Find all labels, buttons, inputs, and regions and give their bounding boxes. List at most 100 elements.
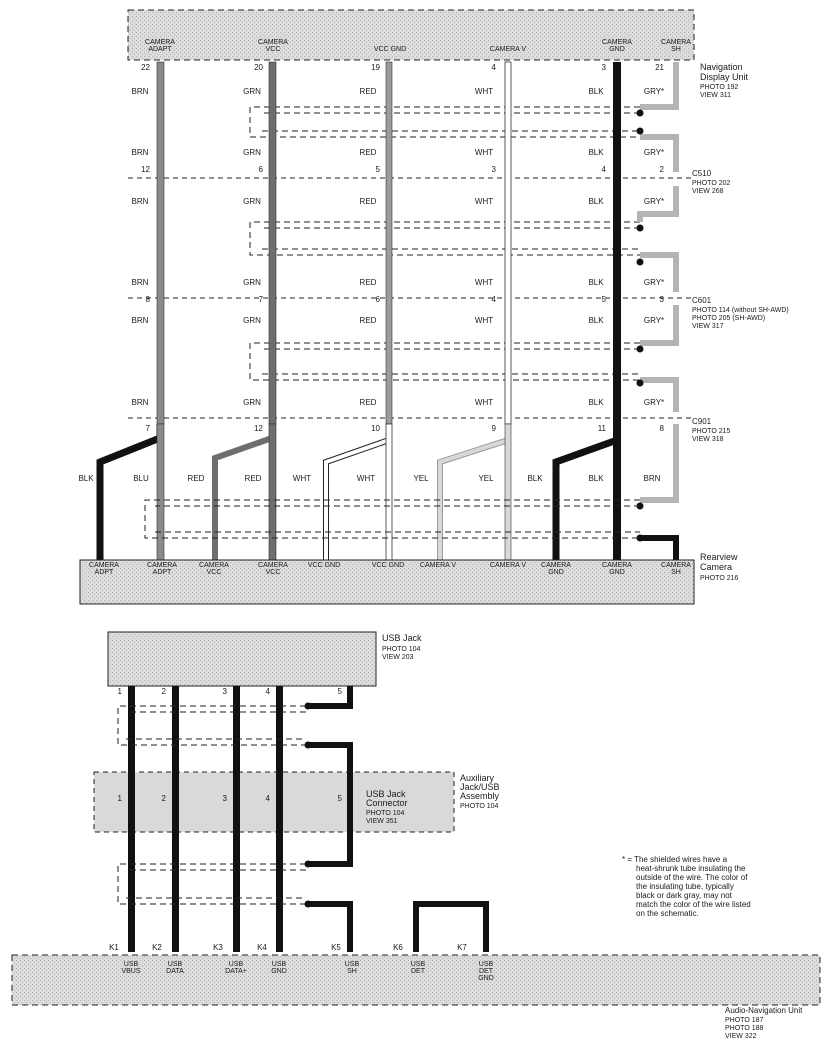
wire-color-label: BRN	[132, 148, 149, 157]
usb-jack: USB Jack PHOTO 104 VIEW 203	[107, 631, 422, 687]
wire-color-label: BRN	[132, 87, 149, 96]
camera-pin-label: CAMERA	[661, 562, 691, 569]
wire-color-label: WHT	[475, 87, 493, 96]
c510-labels: C510 PHOTO 202 VIEW 268	[692, 169, 730, 195]
wire-color-label: GRY*	[644, 398, 664, 407]
wire-color-label: GRN	[243, 148, 261, 157]
nav-unit-photo: PHOTO 192	[700, 84, 738, 91]
camera-photo: PHOTO 216	[700, 575, 738, 582]
c901-pin-number: 7	[146, 424, 151, 433]
c601-pin-number: 5	[602, 295, 607, 304]
camera-pin-label: GND	[548, 569, 564, 576]
wire-color-label: WHT	[475, 197, 493, 206]
usb-data-plus-wire	[233, 686, 240, 952]
audio-nav-pin-label: DET	[479, 968, 494, 975]
camera-wire-color-label: YEL	[413, 474, 429, 483]
camera-pin-labels: CAMERAADPTCAMERAADPTCAMERAVCCCAMERAVCCVC…	[89, 562, 691, 576]
audio-nav-pin-label: VBUS	[121, 968, 140, 975]
camera-pin-label: ADPT	[153, 569, 172, 576]
usb-jack-pin-number: 2	[162, 687, 167, 696]
usb-jack-pin-number: 5	[338, 687, 343, 696]
nav-unit-name-1: Navigation	[700, 62, 743, 72]
camera-pin-label: CAMERA	[199, 562, 229, 569]
wire-color-label: BLK	[588, 197, 604, 206]
aux-pin-number: 5	[338, 794, 343, 803]
c901-pin-number: 12	[254, 424, 263, 433]
audio-nav-pin-label: GND	[271, 968, 287, 975]
c510-name: C510	[692, 169, 712, 178]
wire-color-label: GRN	[243, 278, 261, 287]
nav-pin-label: ADAPT	[148, 46, 172, 53]
camera-sh-wire	[640, 535, 679, 560]
c510-pin-number: 4	[602, 165, 607, 174]
blk-wire-2	[613, 424, 621, 560]
nav-pin-label: CAMERA	[145, 39, 175, 46]
nav-pin-label: VCC GND	[374, 46, 406, 53]
wire-color-label: BRN	[132, 197, 149, 206]
top-wires	[156, 61, 621, 425]
aux-pin-number: 3	[223, 794, 228, 803]
usb-jack-pin-number: 4	[266, 687, 271, 696]
c510-pin-number: 3	[492, 165, 497, 174]
c601-labels: C601 PHOTO 114 (without SH-AWD) PHOTO 20…	[692, 296, 789, 330]
wire-color-label: GRY*	[644, 148, 664, 157]
camera-wire-color-label: WHT	[293, 474, 311, 483]
aux-pin-number: 4	[266, 794, 271, 803]
c901-view: VIEW 318	[692, 436, 724, 443]
c901-name: C901	[692, 417, 712, 426]
audio-nav-pin-label: USB	[124, 961, 139, 968]
nav-pin-number: 3	[602, 63, 607, 72]
wire-color-label: RED	[360, 278, 377, 287]
wht-wire	[504, 61, 512, 425]
nav-unit-name-2: Display Unit	[700, 72, 749, 82]
audio-nav-pin-number: K1	[109, 943, 119, 952]
usb-vbus-wire	[128, 686, 135, 952]
footnote-line: outside of the wire. The color of	[636, 873, 748, 882]
audio-nav-pin-number: K6	[393, 943, 403, 952]
camera-wire-color-label: BLK	[588, 474, 604, 483]
gry-shield-drains	[637, 62, 679, 503]
camera-pin-label: CAMERA	[541, 562, 571, 569]
audio-nav-pin-number: K4	[257, 943, 267, 952]
audio-nav-pin-label: DATA+	[225, 968, 247, 975]
audio-nav-pin-label: USB	[168, 961, 183, 968]
c601-pin-number: 8	[146, 295, 151, 304]
c901-pin-number: 10	[371, 424, 380, 433]
wire-color-label: GRY*	[644, 197, 664, 206]
nav-unit-view: VIEW 311	[700, 92, 731, 99]
c901-pin-number: 8	[660, 424, 665, 433]
audio-nav-pin-label: USB	[479, 961, 494, 968]
camera-pin-label: GND	[609, 569, 625, 576]
wire-color-label: WHT	[475, 148, 493, 157]
aux-name-2: Jack/USB	[460, 782, 500, 792]
c601-name: C601	[692, 296, 712, 305]
usb-jack-pin-number: 3	[223, 687, 228, 696]
wire-color-label: RED	[360, 148, 377, 157]
usb-connector-view: VIEW 351	[366, 818, 398, 825]
camera-pin-label: CAMERA V	[490, 562, 527, 569]
camera-wire-color-label: RED	[245, 474, 262, 483]
blu-wire	[156, 423, 165, 561]
nav-display-unit: Navigation Display Unit PHOTO 192 VIEW 3…	[127, 9, 749, 99]
camera-pin-label: VCC	[207, 569, 222, 576]
nav-pin-number: 4	[492, 63, 497, 72]
usb-jack-photo: PHOTO 104	[382, 646, 420, 653]
shielded-wire-footnote: * = The shielded wires have a heat-shrun…	[622, 855, 751, 918]
top-shield-loops	[249, 106, 640, 381]
c510-pin-number: 5	[376, 165, 381, 174]
aux-pin-number: 1	[118, 794, 123, 803]
audio-nav-pin-label: DATA	[166, 968, 184, 975]
audio-navigation-unit: Audio-Navigation Unit PHOTO 187 PHOTO 18…	[11, 954, 821, 1040]
red-wire-2	[268, 423, 277, 561]
wire-color-label: BLK	[588, 398, 604, 407]
camera-wire-color-label: RED	[188, 474, 205, 483]
nav-pin-number: 21	[655, 63, 664, 72]
nav-pin-label: CAMERA	[258, 39, 288, 46]
wire-color-label: BRN	[132, 278, 149, 287]
nav-pin-number: 20	[254, 63, 263, 72]
camera-wire-color-label: BLK	[527, 474, 543, 483]
c901-pin-number: 11	[598, 424, 607, 433]
nav-pin-number: 22	[141, 63, 150, 72]
